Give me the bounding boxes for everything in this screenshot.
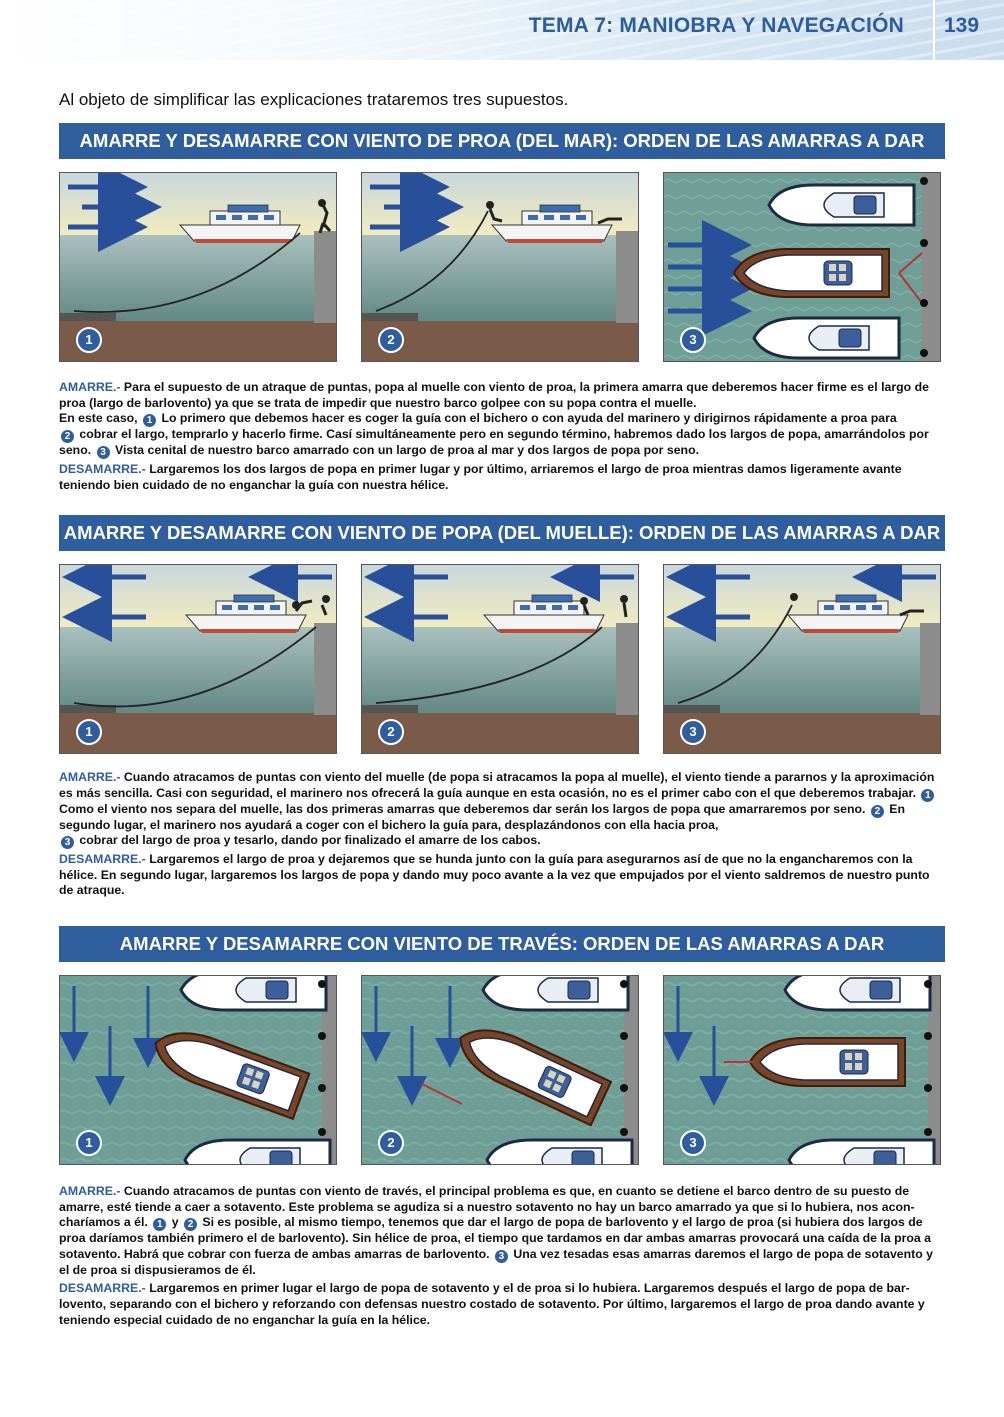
section-2-text: AMARRE.- Cuando atracamos de puntas con … [59,770,945,899]
figure-number: 1 [76,719,102,745]
overhead-view-crosswind [664,976,940,1164]
figure-number: 3 [680,1130,706,1156]
figure-2-1: 1 [59,564,337,754]
figure-3-2: 2 [361,975,639,1165]
section-3-text: AMARRE.- Cuando atracamos de puntas con … [59,1184,945,1328]
section-2-banner: AMARRE Y DESAMARRE CON VIENTO DE POPA (D… [59,515,945,551]
amarre-text: Lo primero que debemos hacer es coger la… [161,411,897,426]
header-separator [933,0,935,60]
overhead-view-crosswind [362,976,638,1164]
figure-number: 2 [378,327,404,353]
figure-number: 2 [378,719,404,745]
figure-number: 2 [378,1130,404,1156]
chapter-title: TEMA 7: MANIOBRA Y NAVEGACIÓN [528,14,904,37]
desamarre-label: DESAMARRE.- [59,852,146,867]
amarre-text: Como el viento nos separa del muelle, la… [59,801,866,816]
step-badge: 3 [61,836,74,850]
figure-3-1: 1 [59,975,337,1165]
figure-number: 3 [680,719,706,745]
amarre-text: y [171,1215,179,1230]
figure-number: 1 [76,1130,102,1156]
amarre-label: AMARRE.- [59,770,121,784]
step-badge: 2 [870,804,884,818]
figure-number: 1 [76,327,102,353]
amarre-text: cobrar del largo de proa y tesarlo, dand… [79,833,541,848]
figure-1-2: 2 [361,172,639,362]
step-badge: 1 [153,1218,167,1232]
figure-2-3: 3 [663,564,941,754]
figure-number: 3 [680,327,706,353]
figure-3-3: 3 [663,975,941,1165]
overhead-view-moored [664,173,940,361]
step-badge: 1 [143,414,157,428]
amarre-text: En segundo lugar, el marinero nos ayudar… [59,801,905,832]
figure-1-3: 3 [663,172,941,362]
side-view-wind-from-dock [362,565,638,753]
step-badge: 2 [183,1218,197,1232]
side-view-wind-from-dock [60,565,336,753]
desamarre-label: DESAMARRE.- [59,462,146,477]
page-header: TEMA 7: MANIOBRA Y NAVEGACIÓN 139 [0,0,1004,60]
amarre-text: En este caso, [59,411,138,426]
amarre-text: Cuando atracamos de puntas con viento de… [59,770,935,800]
desamarre-text: Largaremos en primer lugar el largo de p… [59,1281,925,1327]
side-view-wind-from-sea [362,173,638,361]
step-badge: 2 [61,430,74,444]
figure-2-2: 2 [361,564,639,754]
overhead-view-crosswind [60,976,336,1164]
desamarre-text: Largaremos los dos largos de popa en pri… [59,462,902,492]
header-waves [0,0,1004,60]
amarre-text: cobrar el largo, temprarlo y hacerlo fir… [59,427,929,458]
amarre-label: AMARRE.- [59,380,121,394]
section-1-text: AMARRE.- Para el supuesto de un atraque … [59,380,945,493]
page-number: 139 [944,14,980,37]
amarre-text: Para el supuesto de un atraque de puntas… [59,380,929,410]
step-badge: 3 [96,446,110,460]
intro-text: Al objeto de simplificar las explicacion… [59,90,569,109]
amarre-text: Vista cenital de nuestro barco amarrado … [114,443,699,458]
step-badge: 3 [494,1249,508,1263]
amarre-text: Cuando atracamos de puntas con viento de… [59,1184,915,1230]
side-view-wind-from-dock [664,565,940,753]
section-1-banner: AMARRE Y DESAMARRE CON VIENTO DE PROA (D… [59,123,945,159]
figure-1-1: 1 [59,172,337,362]
amarre-text: Una vez tesadas esas amarras daremos el … [59,1246,934,1277]
side-view-wind-from-sea [60,173,336,361]
desamarre-label: DESAMARRE.- [59,1281,146,1296]
desamarre-text: Largaremos el largo de proa y dejaremos … [59,852,930,898]
step-badge: 1 [921,788,935,802]
section-3-banner: AMARRE Y DESAMARRE CON VIENTO DE TRAVÉS:… [59,926,945,962]
amarre-label: AMARRE.- [59,1184,121,1198]
amarre-text: Si es posible, al mismo tiempo, tenemos … [59,1215,931,1261]
